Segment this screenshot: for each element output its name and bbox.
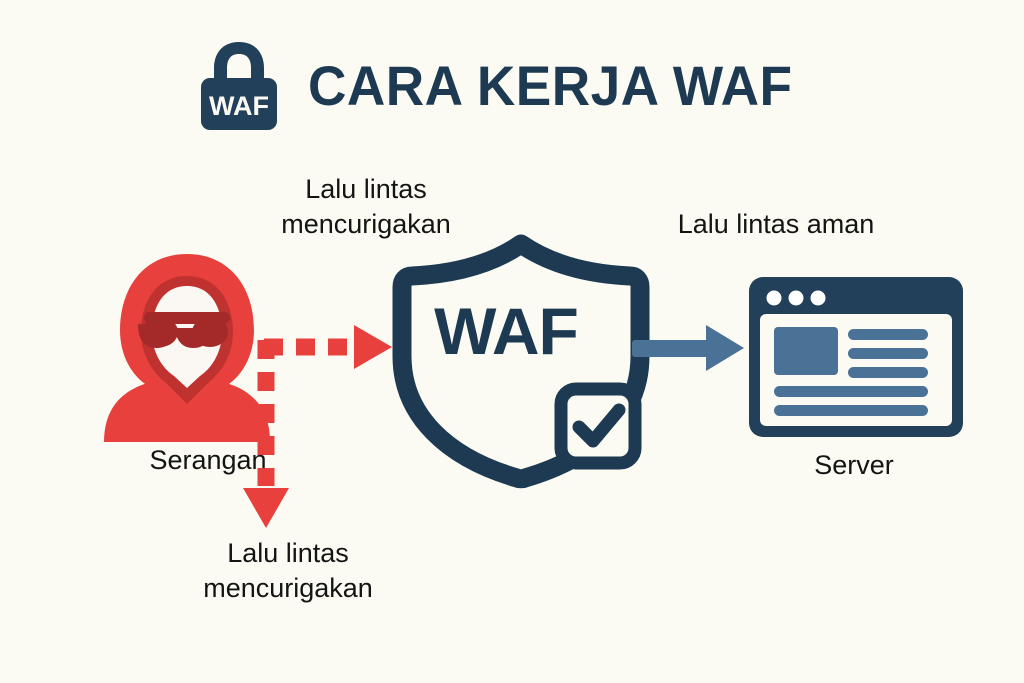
caption-safe-traffic: Lalu lintas aman (677, 209, 875, 239)
browser-window-icon (749, 277, 963, 437)
page-header: WAF CARA KERJA WAF (196, 38, 818, 134)
arrow-safe-to-server (632, 325, 744, 371)
caption-suspicious-traffic-bottom: Lalu lintas mencurigakan (203, 538, 373, 603)
shield-icon (392, 234, 650, 489)
caption-suspicious-traffic-top: Lalu lintas mencurigakan (281, 174, 451, 239)
arrow-suspicious-blocked (243, 340, 289, 528)
hooded-attacker-icon (104, 254, 270, 442)
arrow-suspicious-to-waf (264, 325, 392, 369)
server-label: Server (814, 450, 894, 480)
page-title: CARA KERJA WAF (308, 54, 793, 117)
padlock-waf-icon: WAF (201, 42, 277, 130)
attacker-label: Serangan (149, 445, 267, 475)
svg-text:WAF: WAF (209, 91, 269, 121)
check-box-icon (554, 382, 642, 470)
waf-shield-label: WAF (434, 294, 579, 368)
